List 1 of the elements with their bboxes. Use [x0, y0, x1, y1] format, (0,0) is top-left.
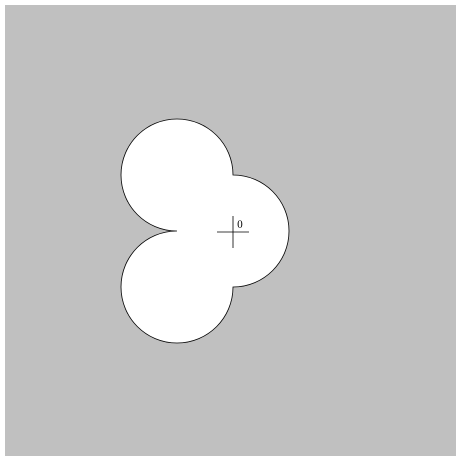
origin-label: 0	[238, 220, 242, 228]
